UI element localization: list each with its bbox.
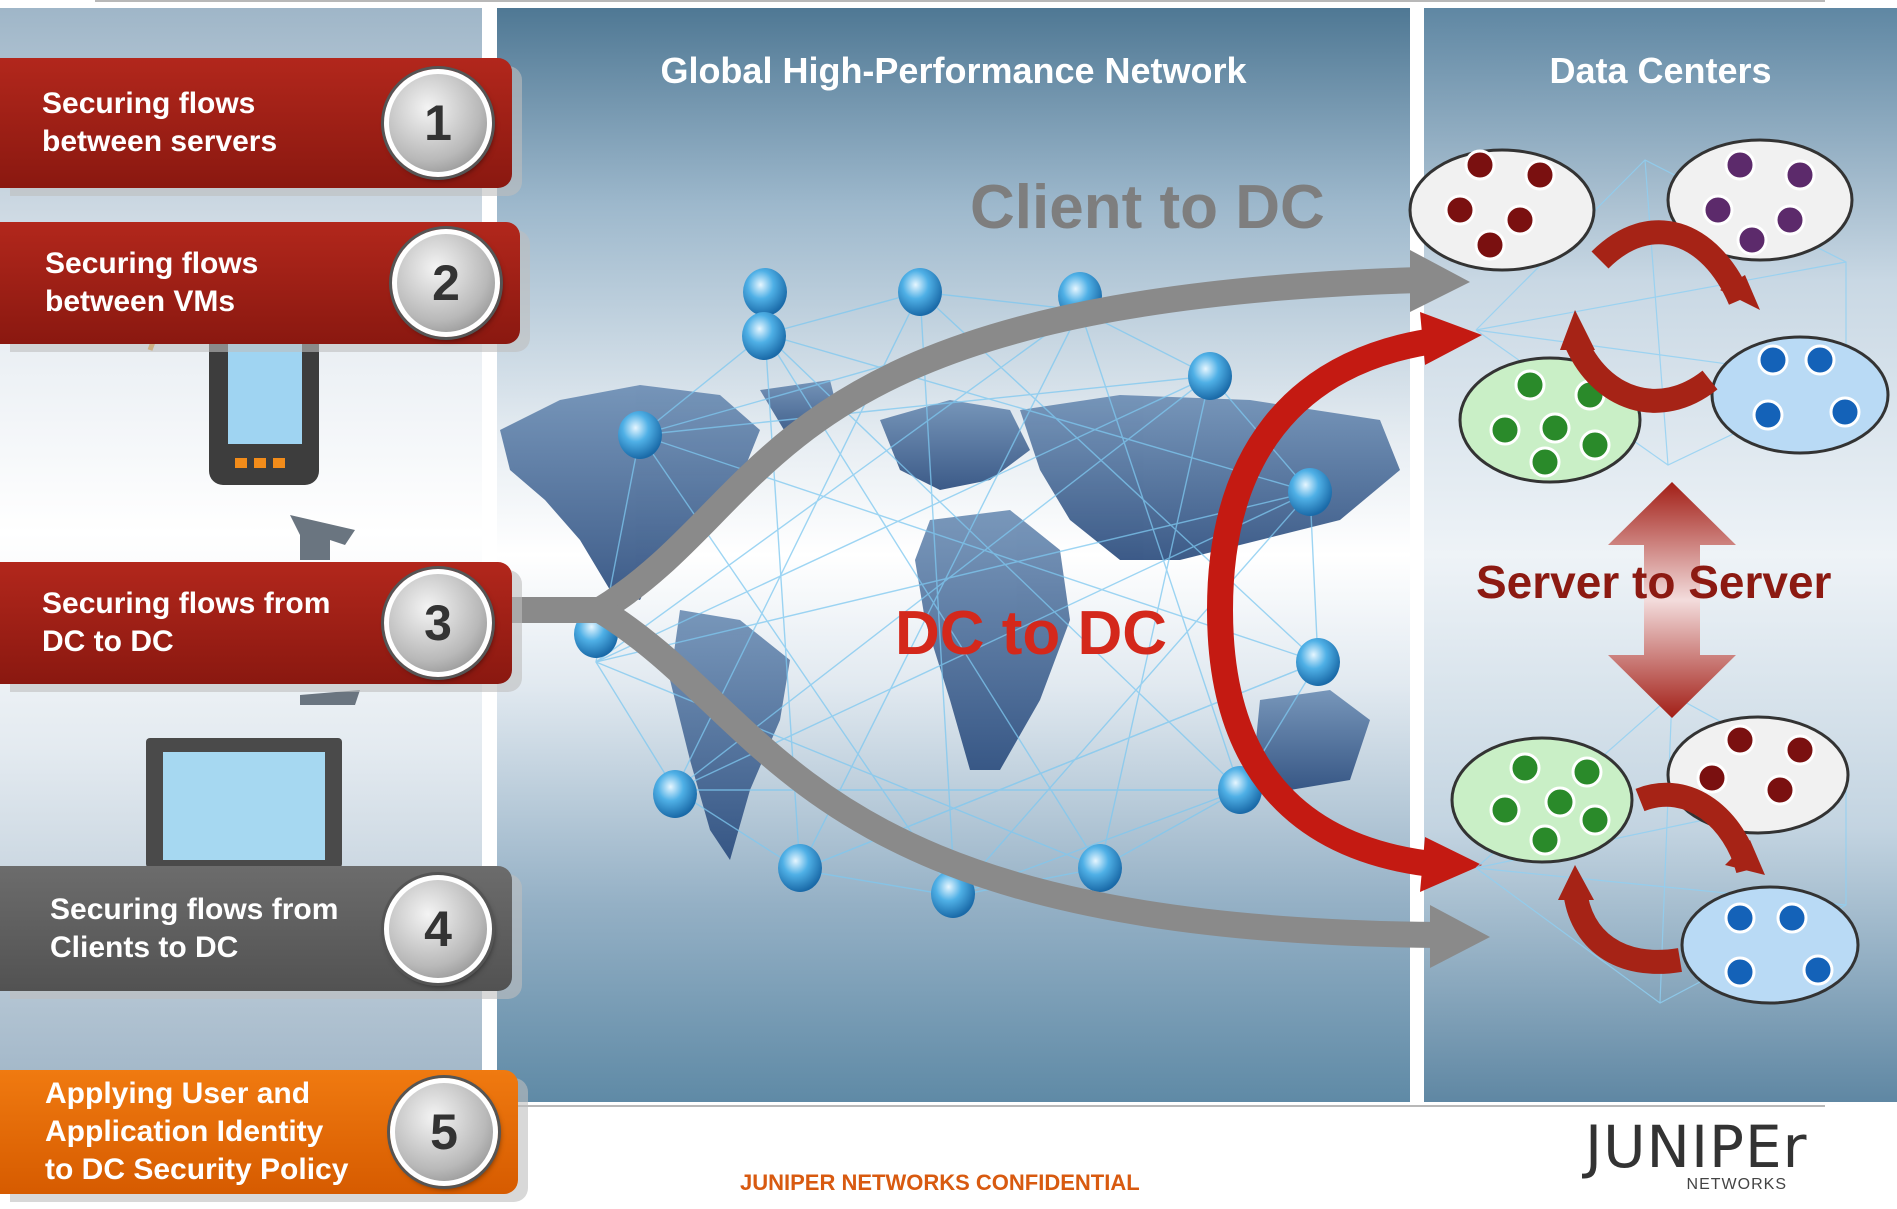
flow-3-button[interactable]: Securing flows from DC to DC 3 [0, 562, 512, 684]
center-header: Global High-Performance Network [660, 50, 1247, 91]
dc-mesh-lines [1475, 159, 1847, 1004]
flow-1-label: Securing flows between servers [42, 87, 278, 158]
flow-4-label: Securing flows from Clients to DC [50, 892, 339, 964]
network-node [743, 268, 787, 316]
right-header: Data Centers [1549, 50, 1772, 91]
up-left-arrow-icon [290, 515, 355, 560]
network-node [898, 268, 942, 316]
dc-to-dc-arrowhead-bottom [1420, 837, 1482, 892]
europe-shape [880, 400, 1030, 490]
asia-shape [1020, 395, 1400, 560]
dc-to-dc-label: DC to DC [895, 599, 1168, 668]
flow-3-label: Securing flows from DC to DC [42, 587, 331, 658]
flow-4-number-badge: 4 [384, 874, 492, 983]
dc-bottom-cluster [1450, 715, 1860, 1005]
network-node [1288, 468, 1332, 516]
flow-2-button[interactable]: Securing flows between VMs 2 [0, 222, 520, 344]
network-mesh [595, 291, 1319, 897]
right-arrow-icon [300, 690, 360, 705]
network-node [1296, 638, 1340, 686]
blue-vm-cloud-icon [1710, 335, 1890, 455]
dark-red-vm-cloud-icon [1666, 715, 1850, 835]
juniper-logo: JUNIPEr NETWORKS [1585, 1118, 1825, 1198]
green-vm-cloud-icon [1450, 736, 1634, 864]
server-to-server-label: Server to Server [1476, 556, 1832, 608]
dark-red-vm-cloud-icon [1408, 148, 1596, 272]
flow-5-label: Applying User and Application Identity t… [45, 1077, 349, 1186]
purple-vm-cloud-icon [1666, 138, 1854, 262]
confidential-label: JUNIPER NETWORKS CONFIDENTIAL [740, 1170, 1140, 1195]
flow-3-number-badge: 3 [384, 569, 492, 677]
top-rule [95, 0, 1825, 2]
network-node [653, 770, 697, 818]
flow-2-number-badge: 2 [392, 229, 500, 337]
network-node [1078, 844, 1122, 892]
dc-to-dc-arrow [1206, 327, 1442, 878]
network-node [618, 411, 662, 459]
client-to-dc-arrowhead-bottom [1430, 905, 1490, 968]
cycle-arrow-icon [1591, 220, 1752, 305]
blue-vm-cloud-icon [1680, 885, 1860, 1005]
network-nodes [574, 268, 1340, 918]
server-to-server-double-arrow [1608, 482, 1736, 718]
juniper-logo-subtitle: NETWORKS [1686, 1176, 1787, 1193]
network-node [1188, 352, 1232, 400]
network-node [778, 844, 822, 892]
juniper-logo-wordmark: JUNIPEr [1585, 1113, 1808, 1181]
flow-5-number-badge: 5 [390, 1078, 498, 1186]
dc-to-dc-arrowhead-top [1420, 312, 1482, 365]
client-to-dc-arrows [482, 267, 1441, 948]
flow-1-number-badge: 1 [384, 69, 492, 177]
flow-4-button[interactable]: Securing flows from Clients to DC 4 [0, 866, 512, 991]
australia-shape [1255, 690, 1370, 790]
flow-2-label: Securing flows between VMs [45, 247, 259, 318]
network-node [931, 870, 975, 918]
network-node [742, 312, 786, 360]
client-to-dc-arrowhead-top [1410, 250, 1470, 312]
flow-1-button[interactable]: Securing flows between servers 1 [0, 58, 512, 188]
north-america-shape [500, 385, 760, 600]
client-to-dc-label: Client to DC [970, 173, 1325, 242]
device-icons [146, 302, 360, 868]
dc-top-cluster [1408, 138, 1890, 484]
flow-5-button[interactable]: Applying User and Application Identity t… [0, 1070, 518, 1194]
